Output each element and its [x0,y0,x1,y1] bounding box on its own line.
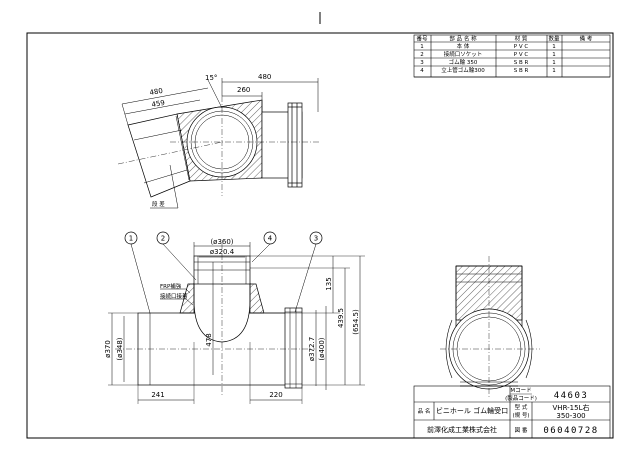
title-block [413,385,611,439]
parts-table [413,34,611,78]
name-label: 品 名 [418,407,431,415]
drawing-number: 06040728 [543,426,598,436]
model-value-1: VHR-15L右 [553,403,590,412]
joint-label: 接続口接着 [160,292,188,300]
mcode-sublabel: (製品コード) [505,394,537,402]
dim-478: 478 [205,333,213,346]
dim-135: 135 [325,277,333,290]
svg-text:4: 4 [268,235,273,243]
table-header-material: 材 質 [515,35,528,43]
frp-label: FRP補強 [160,282,182,290]
table-cell: 3 [420,60,424,66]
dim-320: ø320.4 [210,248,235,256]
dim-654: (654.5) [352,309,360,335]
table-header-no: 番号 [416,36,428,43]
product-name: ビニホール ゴム輪受口 [436,406,508,415]
dim-370: ø370 [104,340,112,358]
dim-angle: 15° [205,74,217,82]
table-header-note: 備 考 [580,35,593,43]
table-cell: 立上管ゴム輪300 [441,66,485,74]
dim-260: 260 [237,86,250,94]
table-cell: 4 [420,68,424,74]
dim-220: 220 [269,391,282,399]
table-cell: P V C [514,52,529,58]
table-cell: 1 [552,68,556,74]
front-view [108,242,365,404]
balloon-4: 4 [263,231,277,245]
company-name: 前澤化成工業株式会社 [427,425,497,434]
front-view-labels: (ø360) ø320.4 FRP補強 接続口接着 135 439.5 (654… [104,238,360,399]
balloon-2: 2 [156,231,170,245]
table-cell: 1 [552,52,556,58]
table-cell: S B R [514,68,529,74]
dim-400: (ø400) [318,337,326,360]
drawing-label: 図 番 [515,427,528,434]
table-cell: S B R [514,60,529,66]
table-cell: 2 [420,52,424,58]
dim-480-left: 480 [149,87,164,97]
svg-text:2: 2 [161,235,165,243]
balloon-1: 1 [124,231,138,245]
dim-348: (ø348) [116,337,124,360]
dim-459: 459 [151,99,166,109]
table-cell: P V C [514,44,529,50]
title-block-text: Mコード (製品コード) 44603 品 名 ビニホール ゴム輪受口 型 式 (… [418,387,598,436]
mcode-label: Mコード [510,387,531,394]
table-header-qty: 数量 [548,35,560,43]
dim-372: ø372.7 [308,337,316,361]
mcode-value: 44603 [554,391,589,401]
balloon-3: 3 [309,231,323,245]
table-header-name: 部 品 名 称 [449,35,477,43]
table-cell: ゴム輪 350 [449,58,478,66]
table-cell: 本 体 [457,42,470,50]
top-view-labels: 15° 480 459 260 480 段 差 [149,73,271,208]
dim-439: 439.5 [337,308,345,328]
top-view [117,78,320,209]
side-view [440,256,540,398]
table-cell: 接続口ソケット [444,50,483,58]
dim-360: (ø360) [210,238,233,246]
table-cell: 1 [420,44,424,50]
sheet-border [26,32,614,439]
model-label: 型 式 [515,403,528,411]
model-value-2: 350-300 [556,412,585,420]
dim-480-right: 480 [258,73,271,81]
slope-label: 段 差 [152,200,165,208]
model-sublabel: (規 号) [512,411,529,419]
table-cell: 1 [552,60,556,66]
dim-241: 241 [151,391,164,399]
part-balloons: 1 2 4 3 [124,231,323,245]
svg-text:3: 3 [314,235,318,243]
svg-text:1: 1 [129,235,133,243]
parts-table-text: 番号 部 品 名 称 材 質 数量 備 考 1 本 体 P V C 1 2 接続… [416,35,592,75]
table-cell: 1 [552,44,556,50]
